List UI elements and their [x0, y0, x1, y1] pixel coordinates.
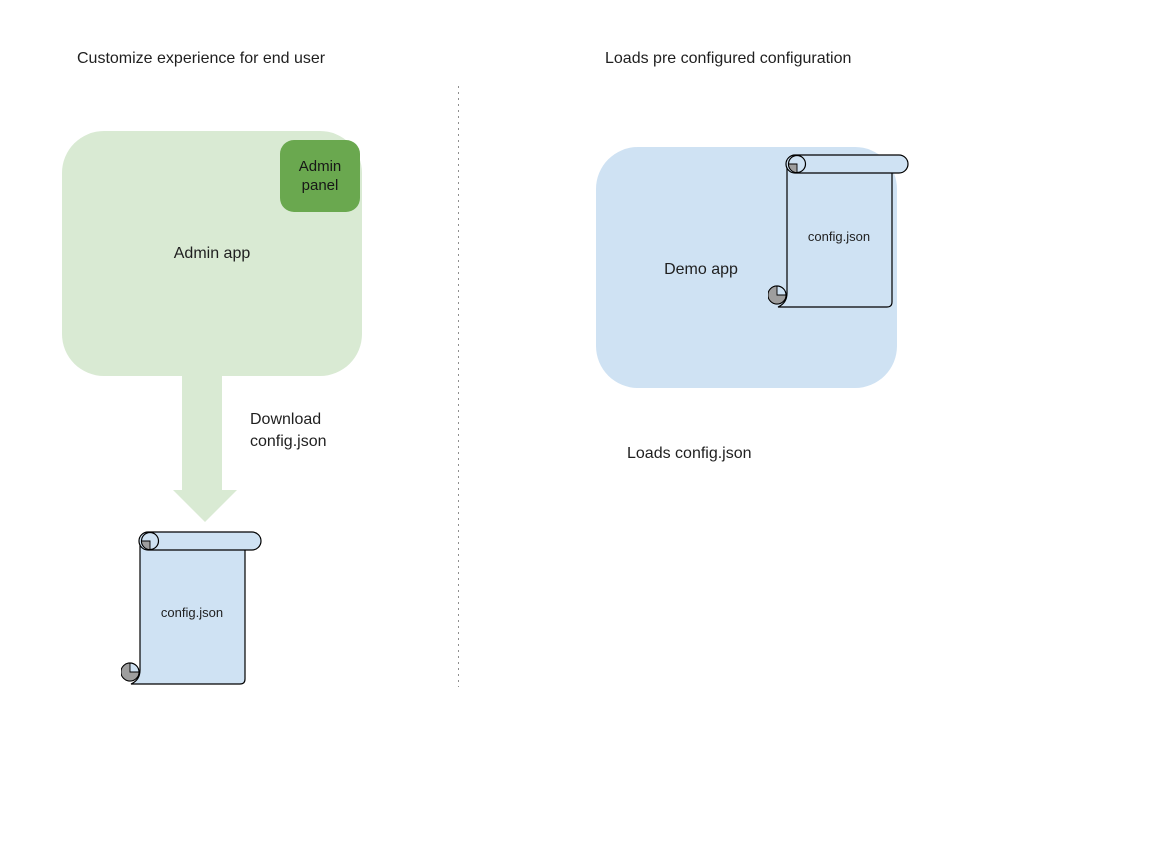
- admin-panel-badge: Admin panel: [280, 140, 360, 212]
- download-arrow-label-line2: config.json: [250, 433, 327, 450]
- admin-app-label: Admin app: [173, 245, 251, 262]
- section-divider: [458, 86, 459, 687]
- left-section-heading: Customize experience for end user: [77, 50, 326, 67]
- download-arrow-label: Download config.json: [250, 409, 327, 453]
- config-json-label-left: config.json: [160, 605, 224, 620]
- admin-panel-label: Admin panel: [298, 158, 342, 194]
- download-arrow-label-line1: Download: [250, 411, 322, 428]
- right-section-heading: Loads pre configured configuration: [605, 50, 852, 67]
- download-arrow: [173, 376, 237, 522]
- config-json-label-right: config.json: [807, 229, 871, 244]
- demo-app-label: Demo app: [664, 261, 738, 278]
- loads-config-caption: Loads config.json: [627, 445, 752, 462]
- download-arrow-shape: [173, 376, 237, 522]
